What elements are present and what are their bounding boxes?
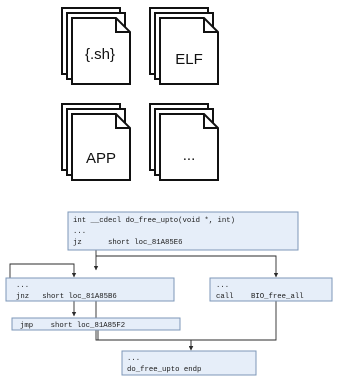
file-icon-elf: ELF <box>149 7 219 85</box>
cfg-block-loop: ... jnz short loc_81A85B6 <box>5 277 175 302</box>
code-line: ... <box>127 355 140 363</box>
edge-jmp-to-exit <box>97 329 194 351</box>
file-icon-app: APP <box>61 103 131 181</box>
edge-entry-to-call <box>96 255 279 278</box>
code-line: ... <box>216 282 229 290</box>
file-icon-other: ... <box>149 103 219 181</box>
code-line: jmp short loc_81A85F2 <box>20 322 125 330</box>
code-line: jz short loc_81A85E6 <box>73 239 182 247</box>
file-label-other: ... <box>183 147 196 164</box>
code-line: call BIO_free_all <box>216 293 304 301</box>
edge-call-to-exit <box>188 301 277 351</box>
code-line: jnz short loc_81A85B6 <box>16 293 117 301</box>
code-line: ... <box>73 228 86 236</box>
cfg-block-exit: ... do_free_upto endp <box>121 350 257 376</box>
cfg-block-entry: int __cdecl do_free_upto(void *, int) ..… <box>67 211 299 251</box>
code-line: int __cdecl do_free_upto(void *, int) <box>73 217 235 225</box>
cfg-block-jmp: jmp short loc_81A85F2 <box>11 317 181 331</box>
cfg-block-call: ... call BIO_free_all <box>209 277 333 302</box>
file-icon-sh: {.sh} <box>61 7 131 85</box>
file-label-elf: ELF <box>175 51 203 68</box>
code-line: ... <box>16 282 29 290</box>
code-line: do_free_upto endp <box>127 366 201 374</box>
file-label-app: APP <box>86 150 116 167</box>
file-label-sh: {.sh} <box>85 46 115 63</box>
